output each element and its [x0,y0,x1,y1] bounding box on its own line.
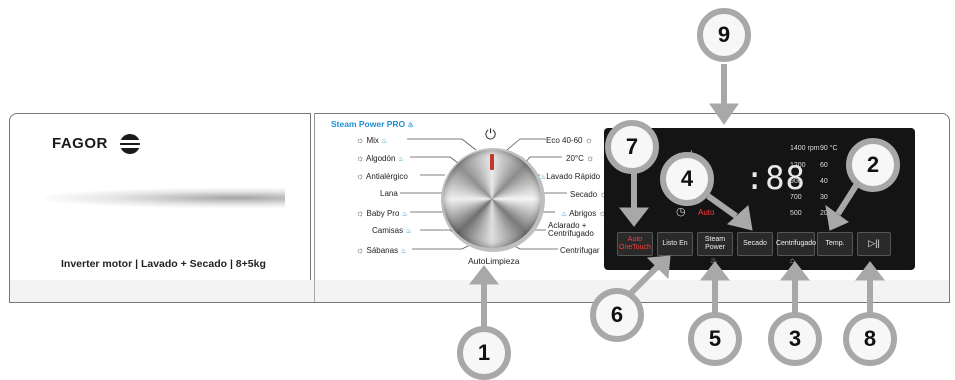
auto-onetouch-button[interactable]: Auto OneTouch [617,232,653,256]
callout-5: 5 [688,312,742,366]
callout-1: 1 [457,326,511,380]
sun-icon: ☼ [599,189,607,199]
rpm-value: 1200 [790,162,806,169]
steam-power-pro-title: Steam Power PRO ♨ [331,119,414,129]
program-secado[interactable]: Secado ☼ [570,189,608,199]
callout-8: 8 [843,312,897,366]
program-sabanas[interactable]: ☼ Sábanas ♨ [356,245,407,255]
steam-icon: ♨ [400,248,407,255]
rpm-value: 900 [790,178,802,185]
callout-3: 3 [768,312,822,366]
steam-icon: ♨ [540,174,547,181]
program-eco-40-60[interactable]: Eco 40-60 ☼ [546,135,593,145]
child-lock-icon: ⌂ [790,256,795,265]
dial-indicator [490,154,494,170]
panel-divider [314,280,315,302]
sun-icon: ☼ [598,208,607,218]
temp-button[interactable]: Temp. [817,232,853,256]
sun-icon: ☼ [356,208,365,218]
program-lana[interactable]: Lana [380,189,398,198]
program-camisas[interactable]: Camisas ♨ [372,226,412,235]
callout-9: 9 [697,8,751,62]
program-baby-pro[interactable]: ☼ Baby Pro ♨ [356,208,408,218]
auto-indicator: Auto [698,208,715,217]
program-mix[interactable]: ☼ Mix ♨ [356,135,388,145]
temp-value: 30 [820,194,828,201]
listo-en-button[interactable]: Listo En [657,232,693,256]
clock-icon: ◷ [676,206,686,218]
steam-icon: ♨ [405,228,412,235]
program-aclarado-centrifugado[interactable]: Aclarado + Centrifugado [548,221,594,239]
program-autolimpieza[interactable]: AutoLimpieza [468,256,520,266]
temp-value: 40 [820,178,828,185]
callout-4: 4 [660,152,714,206]
steam-button-icon: ♨ [710,256,718,265]
start-pause-button[interactable]: ▷|| [857,232,891,256]
power-icon[interactable]: ⏻ [485,126,497,142]
callout-7: 7 [605,120,659,174]
program-antialergico[interactable]: ☼ Antialérgico [356,171,408,181]
sun-icon: ☼ [584,135,593,145]
sun-icon: ☼ [356,135,365,145]
rpm-value: 700 [790,194,802,201]
temp-value: 20 [820,210,828,217]
sun-icon: ☼ [586,153,595,163]
steam-icon: ♨ [407,122,414,129]
program-20c[interactable]: 20°C ☼ [566,153,595,163]
steam-icon: ♨ [561,211,568,218]
temp-value: 60 [820,162,828,169]
brand-name: FAGOR [52,135,108,152]
sun-icon: ☼ [356,171,365,181]
program-abrigos[interactable]: ♨ Abrigos ☼ [561,208,607,218]
decorative-swoosh [45,188,285,208]
fagor-logo-icon [117,134,143,154]
temp-value: 90 °C [820,145,838,152]
model-line: Inverter motor | Lavado + Secado | 8+5kg [61,258,266,270]
rpm-value: 500 [790,210,802,217]
sun-icon: ☼ [356,245,365,255]
centrifugado-button[interactable]: Centrifugado [776,232,816,256]
program-algodon[interactable]: ☼ Algodón ♨ [356,153,404,163]
steam-icon: ♨ [401,211,408,218]
callout-2: 2 [846,138,900,192]
callout-6: 6 [590,288,644,342]
steam-power-button[interactable]: Steam Power [697,232,733,256]
secado-button[interactable]: Secado [737,232,773,256]
rpm-value: 1400 rpm [790,145,820,152]
time-digits: :88 [745,159,806,197]
steam-icon: ♨ [381,138,388,145]
steam-icon: ♨ [397,156,404,163]
sun-icon: ☼ [356,153,365,163]
